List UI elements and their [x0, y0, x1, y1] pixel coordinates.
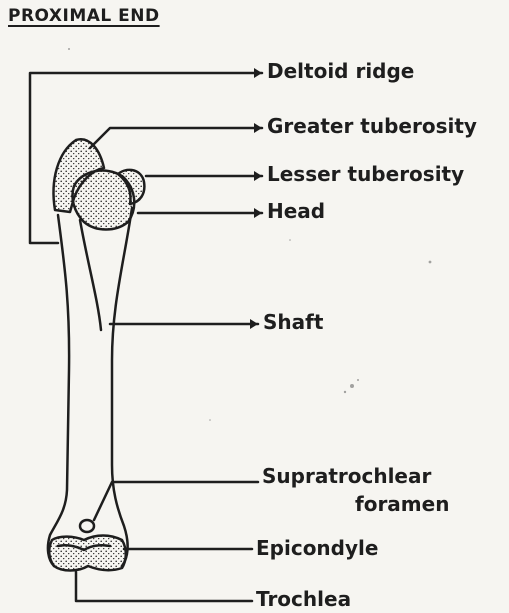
trochlea-leader [76, 572, 252, 601]
label-shaft: Shaft [263, 312, 323, 332]
label-greater-tuberosity: Greater tuberosity [267, 116, 477, 136]
epicondyle-region [49, 536, 126, 571]
lesser-tuberosity-arrow [254, 171, 262, 181]
label-epicondyle: Epicondyle [256, 538, 378, 558]
shaft-inner-line [80, 220, 101, 330]
head-arrow [254, 208, 262, 218]
shaft-arrow [250, 319, 258, 329]
label-deltoid-ridge: Deltoid ridge [267, 61, 414, 81]
label-foramen: foramen [355, 494, 449, 514]
supratrochlear-foramen [80, 520, 94, 532]
shaft-outline-right [112, 208, 132, 566]
shaft-outline [48, 215, 69, 566]
label-head: Head [267, 201, 325, 221]
label-trochlea: Trochlea [256, 589, 351, 609]
label-supratrochlear: Supratrochlear [262, 466, 431, 486]
greater-tuberosity-leader [90, 128, 262, 148]
greater-tuberosity-arrow [254, 123, 262, 133]
label-lesser-tuberosity: Lesser tuberosity [267, 164, 464, 184]
deltoid-ridge-arrow [254, 68, 262, 78]
